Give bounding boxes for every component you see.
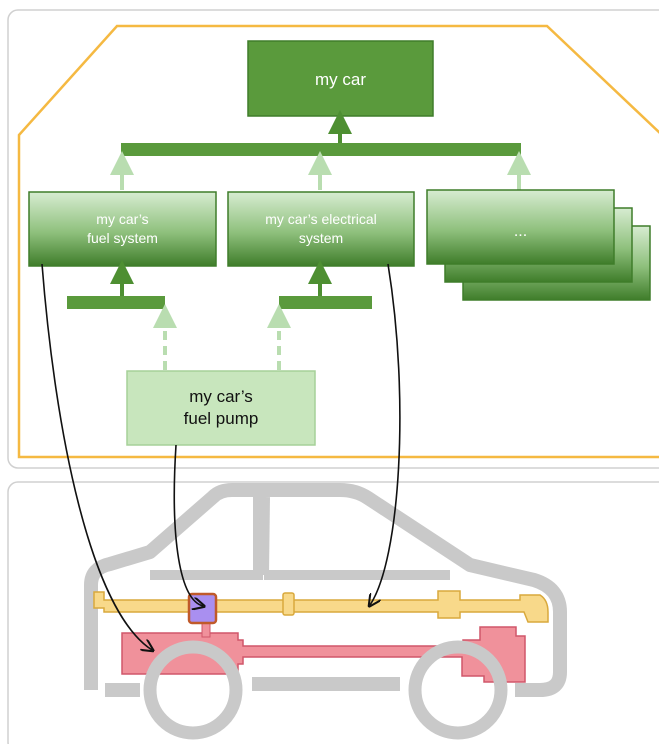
root-box <box>247 40 434 117</box>
aggregation-bar-fuel <box>67 296 165 309</box>
electrical-connector <box>282 592 295 616</box>
more-label: ... <box>514 223 527 240</box>
car-pillar-b <box>259 496 270 576</box>
root-label: my car <box>315 70 366 89</box>
electrical-system-box <box>227 191 415 267</box>
car-frame-outline <box>84 483 567 697</box>
fuel-pump-box <box>126 370 316 446</box>
front-wheel <box>143 640 243 740</box>
more-box-front <box>426 189 615 265</box>
electrical-system-shape <box>93 590 549 623</box>
mapping-arrow-electrical-system <box>370 263 401 605</box>
mapping-arrow-fuel-system <box>41 263 152 650</box>
rear-wheel <box>408 640 508 740</box>
car-pillar-a <box>150 497 263 580</box>
fuel-system-box <box>28 191 217 267</box>
aggregation-bar-top <box>121 143 521 156</box>
car-illustration <box>84 483 567 740</box>
aggregation-bar-electrical <box>279 296 372 309</box>
car-boundary-outline <box>17 24 659 459</box>
mapping-arrow-fuel-pump <box>173 444 203 606</box>
